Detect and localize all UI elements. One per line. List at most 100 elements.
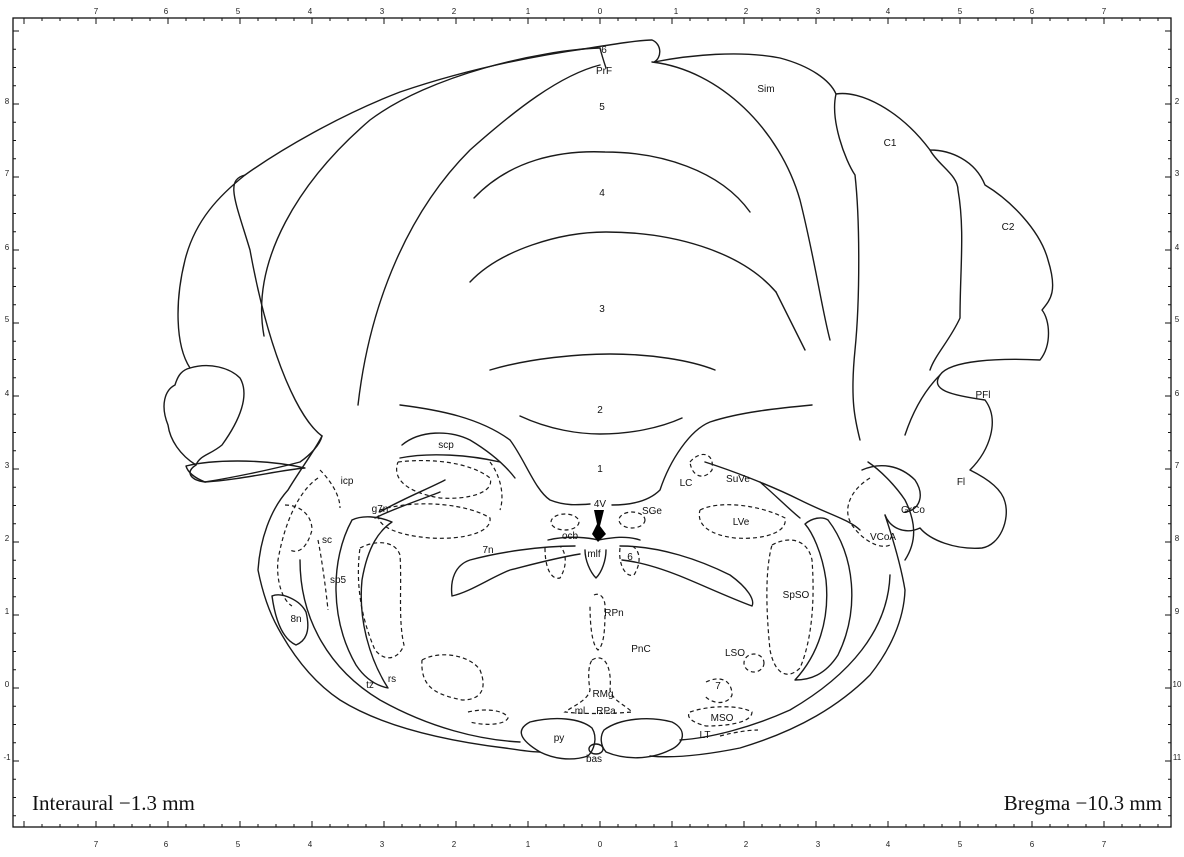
sp5-region (358, 543, 404, 658)
label-VCoA: VCoA (870, 532, 896, 543)
left-region-oval (422, 655, 483, 700)
top-tick-label: 3 (816, 7, 821, 16)
lobule-2-arc-upper (490, 354, 715, 370)
label-C1: C1 (884, 138, 897, 149)
left-tick-label: 0 (5, 680, 10, 689)
label-SGe: SGe (642, 506, 662, 517)
interaural-caption: Interaural −1.3 mm (32, 791, 195, 815)
right-suve-line (760, 482, 800, 518)
left-7n-wing (452, 546, 580, 596)
right-tick-label: 4 (1175, 243, 1180, 252)
left-mlf-nucleus (545, 546, 565, 578)
label-5: 5 (599, 102, 605, 113)
left-tick-label: 5 (5, 315, 10, 324)
label-PrF: PrF (596, 66, 612, 77)
bottom-tick-label: 6 (164, 840, 169, 849)
rpn-region (590, 594, 605, 650)
ocb-left (551, 514, 579, 530)
top-tick-label: 5 (236, 7, 241, 16)
left-flocculus (186, 461, 305, 482)
fissure-5 (262, 48, 600, 336)
left-tz-dash (320, 470, 340, 508)
lobule-3-arc (470, 232, 776, 292)
top-tick-label: 1 (526, 7, 531, 16)
label-rs: rs (388, 674, 396, 685)
bottom-tick-label: 1 (526, 840, 531, 849)
top-tick-label: 2 (744, 7, 749, 16)
right-tick-label: 3 (1175, 169, 1180, 178)
label-LT: LT (700, 730, 711, 741)
label-3: 3 (599, 304, 605, 315)
bottom-tick-label: 7 (94, 840, 99, 849)
tick-marks (13, 18, 1171, 827)
left-tick-label: 2 (5, 534, 10, 543)
lc-region (690, 454, 712, 476)
top-tick-label: 1 (674, 7, 679, 16)
lobule-4-arc (474, 152, 750, 212)
bottom-axis-labels: 7 6 5 4 3 2 1 0 1 2 3 4 5 6 7 (94, 840, 1107, 849)
label-PFl: PFl (976, 390, 991, 401)
bottom-tick-label: 2 (452, 840, 457, 849)
fourth-ventricle (592, 510, 606, 542)
bottom-tick-label: 3 (380, 840, 385, 849)
label-bas: bas (586, 754, 602, 765)
top-tick-label: 6 (1030, 7, 1035, 16)
bottom-tick-label: 0 (598, 840, 603, 849)
left-tick-label: 4 (5, 389, 10, 398)
top-tick-label: 7 (94, 7, 99, 16)
left-small-oval (468, 710, 508, 724)
label-1: 1 (597, 464, 603, 475)
right-tick-label: 8 (1175, 534, 1180, 543)
brainstem-outlines (258, 433, 920, 759)
right-axis-labels: 2 3 4 5 6 7 8 9 10 11 (1173, 97, 1182, 762)
label-4: 4 (599, 188, 605, 199)
left-axis-labels: 8 7 6 5 4 3 2 1 0 -1 (3, 97, 11, 762)
label-scp: scp (438, 440, 454, 451)
top-tick-label: 0 (598, 7, 603, 16)
region-labels: 6 PrF Sim 5 C1 4 C2 3 PFl 2 1 scp icp LC… (290, 45, 1014, 765)
fissure-pfl (905, 375, 940, 435)
right-tick-label: 2 (1175, 97, 1180, 106)
top-axis-labels: 7 6 5 4 3 2 1 0 1 2 3 4 5 6 7 (94, 7, 1107, 16)
lobule-1-right (612, 405, 812, 505)
label-tz: tz (366, 680, 374, 691)
fissure-c2 (930, 150, 962, 370)
bottom-tick-label: 4 (886, 840, 891, 849)
top-tick-label: 4 (308, 7, 313, 16)
left-tick-label: 7 (5, 169, 10, 178)
label-GrCo: GrCo (901, 505, 925, 516)
bottom-tick-label: 7 (1102, 840, 1107, 849)
label-ocb: ocb (562, 531, 579, 542)
label-PnC: PnC (631, 644, 650, 655)
lobule-5-4-boundary (358, 65, 600, 405)
label-Fl: Fl (957, 477, 965, 488)
lobule-2-arc-lower (520, 416, 682, 434)
lobule-3-right-edge (776, 292, 805, 350)
right-tick-label: 5 (1175, 315, 1180, 324)
bregma-caption: Bregma −10.3 mm (1004, 791, 1162, 815)
left-tz-band (300, 560, 520, 742)
bottom-tick-label: 3 (816, 840, 821, 849)
bottom-tick-label: 1 (674, 840, 679, 849)
spso-region (767, 540, 813, 674)
label-RPa: RPa (596, 706, 616, 717)
top-tick-label: 4 (886, 7, 891, 16)
label-C2: C2 (1002, 222, 1015, 233)
bottom-tick-label: 5 (958, 840, 963, 849)
label-LVe: LVe (733, 517, 750, 528)
label-icp: icp (341, 476, 354, 487)
top-tick-label: 6 (164, 7, 169, 16)
label-MSO: MSO (711, 713, 734, 724)
label-sp5: sp5 (330, 575, 347, 586)
left-dash-arc (490, 462, 502, 510)
label-RMg: RMg (592, 689, 613, 700)
label-4V: 4V (594, 499, 607, 510)
label-2: 2 (597, 405, 603, 416)
right-7n-wing (620, 546, 753, 606)
bottom-tick-label: 4 (308, 840, 313, 849)
top-tick-label: 2 (452, 7, 457, 16)
top-tick-label: 7 (1102, 7, 1107, 16)
label-8n: 8n (290, 614, 301, 625)
pyramid-right (601, 719, 682, 758)
